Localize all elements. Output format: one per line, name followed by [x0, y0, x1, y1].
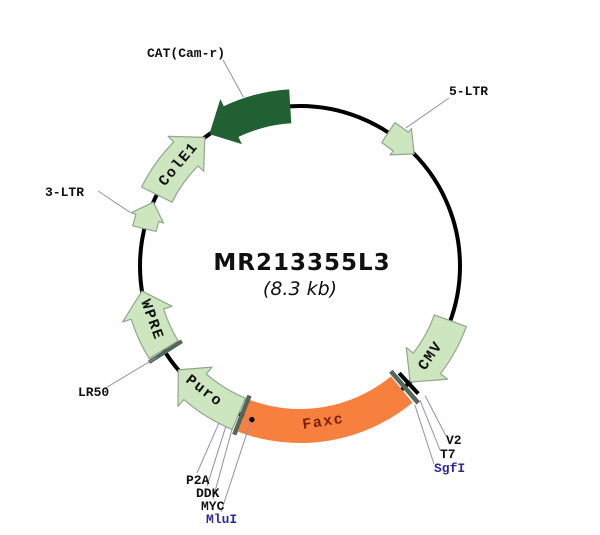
- callout-line-mlui: [220, 421, 252, 513]
- callout-line-cat-cam-r: [222, 59, 244, 98]
- callout-line-p2a: [196, 423, 220, 474]
- callout-line-t7: [419, 399, 441, 451]
- feature-wpre-arrow: [122, 290, 179, 360]
- feature-5-ltr-arrow: [381, 121, 415, 156]
- mlui-site-dot: [249, 416, 255, 423]
- callout-label-myc: MYC: [201, 499, 225, 514]
- callout-line-myc: [212, 429, 233, 500]
- callout-label-3-ltr: 3-LTR: [45, 185, 84, 200]
- callout-label-5-ltr: 5-LTR: [449, 84, 488, 99]
- feature-cmv-arrow: [405, 314, 467, 383]
- feature-faxc-label: Faxc: [301, 411, 345, 434]
- plasmid-size-label: (8.3 kb): [263, 278, 337, 300]
- feature-faxc-arrow: [238, 376, 413, 444]
- feature-cat-cam-r-arrow: [209, 89, 292, 145]
- callout-label-v2: V2: [446, 433, 462, 448]
- callout-line-sgfi: [414, 404, 435, 465]
- feature-3-ltr-arrow: [130, 201, 165, 233]
- callout-label-mlui: MluI: [206, 512, 237, 527]
- callout-line-v2: [424, 395, 447, 437]
- callout-label-lr50: LR50: [78, 385, 109, 400]
- plasmid-title: MR213355L3: [213, 250, 390, 276]
- callout-label-ddk: DDK: [196, 486, 220, 501]
- callout-label-p2a: P2A: [186, 473, 210, 488]
- left-junction-bar: [232, 394, 252, 436]
- callout-line-5-ltr: [405, 97, 450, 129]
- feature-puro-arrow: [177, 366, 246, 431]
- callout-label-cat-cam-r: CAT(Cam-r): [147, 46, 225, 61]
- callout-line-ddk: [206, 426, 227, 487]
- plasmid-map-generated-layer: CMVFaxcPuroWPREColE1CAT(Cam-r)5-LTR3-LTR…: [45, 46, 488, 527]
- right-black-tick: [397, 371, 420, 396]
- callout-line-lr50: [103, 356, 157, 390]
- callout-line-3-ltr: [97, 190, 131, 213]
- callout-label-sgfi: SgfI: [434, 461, 465, 476]
- callout-label-t7: T7: [440, 447, 456, 462]
- feature-cole1-arrow: [141, 135, 206, 203]
- right-junction-bar: [389, 369, 420, 405]
